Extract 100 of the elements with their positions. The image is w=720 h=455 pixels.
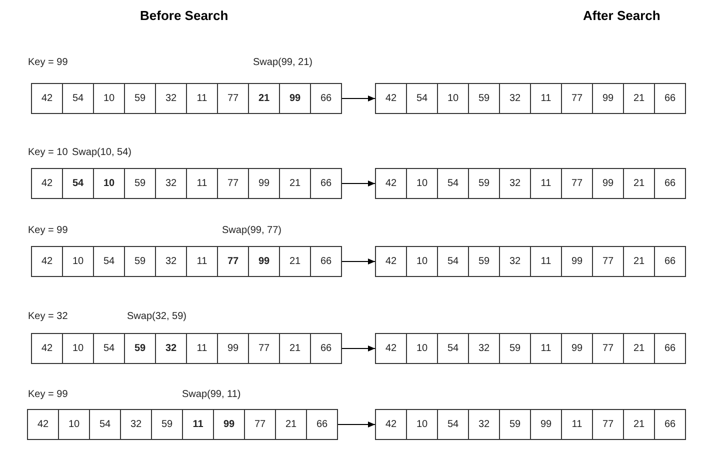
array-cell: 11 <box>186 333 218 364</box>
array-cell: 99 <box>248 246 280 277</box>
array-cell: 59 <box>151 409 183 440</box>
array-cell: 66 <box>310 333 342 364</box>
array-cell: 10 <box>406 333 438 364</box>
array-cell: 54 <box>437 246 469 277</box>
array-cell: 77 <box>244 409 276 440</box>
array-cell: 21 <box>279 333 311 364</box>
array-cell: 21 <box>623 83 655 114</box>
array-cell: 99 <box>217 333 249 364</box>
array-cell: 77 <box>561 168 593 199</box>
key-label: Key = 10 <box>28 147 68 158</box>
array-cell: 32 <box>468 333 500 364</box>
array-cell: 77 <box>592 246 624 277</box>
array-cell: 54 <box>437 168 469 199</box>
key-label: Key = 32 <box>28 311 68 322</box>
array-cell: 42 <box>31 333 63 364</box>
array-cell: 42 <box>31 83 63 114</box>
array-cell: 54 <box>406 83 438 114</box>
array-cell: 59 <box>468 83 500 114</box>
array-cell: 66 <box>310 83 342 114</box>
array-cell: 59 <box>124 83 156 114</box>
key-label: Key = 99 <box>28 389 68 400</box>
array-cell: 66 <box>654 409 686 440</box>
array-cell: 11 <box>186 168 218 199</box>
column-heading: After Search <box>583 8 660 23</box>
array-cell: 10 <box>93 83 125 114</box>
array-cell: 42 <box>375 333 407 364</box>
array-cell: 11 <box>530 333 562 364</box>
array-cell: 59 <box>468 246 500 277</box>
array-cell: 99 <box>592 83 624 114</box>
array-cell: 21 <box>275 409 307 440</box>
array-cell: 66 <box>654 83 686 114</box>
array-cell: 54 <box>62 168 94 199</box>
array-cell: 42 <box>31 168 63 199</box>
array-cell: 66 <box>310 168 342 199</box>
array-cell: 77 <box>217 246 249 277</box>
array-cell: 99 <box>530 409 562 440</box>
arrow <box>338 422 376 428</box>
column-heading: Before Search <box>140 8 228 23</box>
arrow <box>342 258 376 264</box>
arrow <box>342 96 376 102</box>
array-cell: 21 <box>623 409 655 440</box>
array-cell: 42 <box>375 168 407 199</box>
array-cell: 66 <box>654 333 686 364</box>
array-cell: 66 <box>654 168 686 199</box>
array-cell: 32 <box>155 168 187 199</box>
array-cell: 10 <box>93 168 125 199</box>
array-cell: 54 <box>93 246 125 277</box>
array-cell: 99 <box>213 409 245 440</box>
array-cell: 10 <box>62 333 94 364</box>
array-cell: 59 <box>124 246 156 277</box>
arrow <box>342 180 376 186</box>
array-cell: 11 <box>530 246 562 277</box>
array-cell: 99 <box>248 168 280 199</box>
swap-label: Swap(99, 11) <box>182 389 241 400</box>
array-cell: 32 <box>468 409 500 440</box>
array-cell: 59 <box>499 333 531 364</box>
array-cell: 54 <box>62 83 94 114</box>
array-cell: 77 <box>217 168 249 199</box>
array-cell: 77 <box>248 333 280 364</box>
array-cell: 21 <box>279 168 311 199</box>
array-cell: 99 <box>279 83 311 114</box>
arrow <box>342 346 376 352</box>
swap-label: Swap(10, 54) <box>72 147 132 158</box>
array-cell: 59 <box>124 333 156 364</box>
array-cell: 32 <box>155 333 187 364</box>
array-cell: 21 <box>623 168 655 199</box>
array-cell: 42 <box>27 409 59 440</box>
array-cell: 10 <box>406 246 438 277</box>
array-cell: 32 <box>499 168 531 199</box>
array-cell: 77 <box>217 83 249 114</box>
array-cell: 32 <box>120 409 152 440</box>
array-cell: 11 <box>530 83 562 114</box>
array-cell: 59 <box>124 168 156 199</box>
array-cell: 32 <box>499 246 531 277</box>
key-label: Key = 99 <box>28 57 68 68</box>
array-cell: 10 <box>58 409 90 440</box>
key-label: Key = 99 <box>28 225 68 236</box>
array-cell: 54 <box>437 333 469 364</box>
array-cell: 32 <box>155 83 187 114</box>
array-cell: 10 <box>62 246 94 277</box>
array-cell: 10 <box>406 168 438 199</box>
array-cell: 54 <box>93 333 125 364</box>
array-cell: 99 <box>561 333 593 364</box>
array-cell: 32 <box>155 246 187 277</box>
array-cell: 32 <box>499 83 531 114</box>
array-cell: 42 <box>375 246 407 277</box>
array-cell: 11 <box>182 409 214 440</box>
array-cell: 99 <box>592 168 624 199</box>
array-cell: 59 <box>499 409 531 440</box>
swap-label: Swap(32, 59) <box>127 311 186 322</box>
array-cell: 66 <box>654 246 686 277</box>
array-cell: 59 <box>468 168 500 199</box>
array-cell: 11 <box>186 83 218 114</box>
array-cell: 54 <box>437 409 469 440</box>
swap-label: Swap(99, 77) <box>222 225 282 236</box>
array-cell: 21 <box>248 83 280 114</box>
array-cell: 11 <box>561 409 593 440</box>
array-cell: 21 <box>623 333 655 364</box>
